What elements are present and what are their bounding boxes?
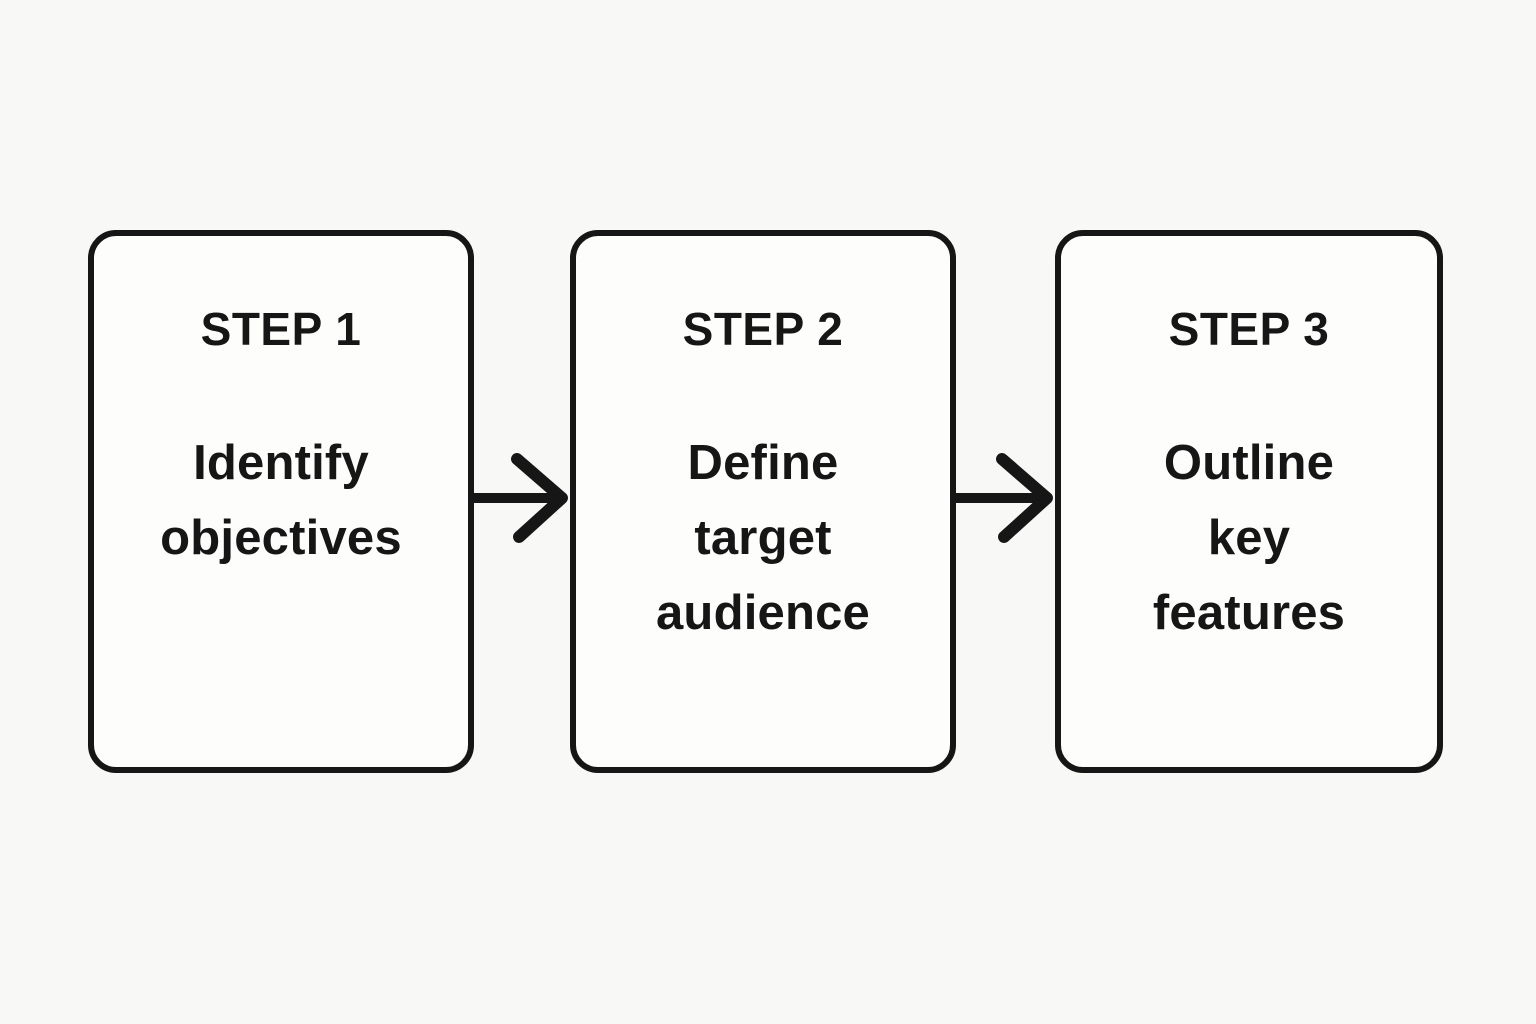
step-2-description-line-1: Define <box>687 436 839 490</box>
step-card-2: STEP 2 Define target audience <box>570 230 956 773</box>
step-1-description: Identify objectives <box>94 426 468 576</box>
step-3-description: Outline key features <box>1061 426 1437 651</box>
step-card-1: STEP 1 Identify objectives <box>88 230 474 773</box>
step-card-3: STEP 3 Outline key features <box>1055 230 1443 773</box>
step-1-title: STEP 1 <box>200 303 362 355</box>
step-2-description: Define target audience <box>576 426 950 651</box>
step-3-description-line-1: Outline <box>1163 436 1335 490</box>
step-1-description-line-2: objectives <box>160 511 402 565</box>
step-2-title: STEP 2 <box>682 303 844 355</box>
step-2-description-line-3: audience <box>655 586 870 640</box>
step-3-description-line-3: features <box>1152 586 1346 640</box>
arrow-right-icon <box>471 453 568 543</box>
step-1-description-line-1: Identify <box>193 436 369 490</box>
arrow-right-icon <box>953 453 1053 543</box>
step-3-title: STEP 3 <box>1168 303 1330 355</box>
step-2-description-line-2: target <box>694 511 832 565</box>
step-3-description-line-2: key <box>1207 511 1291 565</box>
